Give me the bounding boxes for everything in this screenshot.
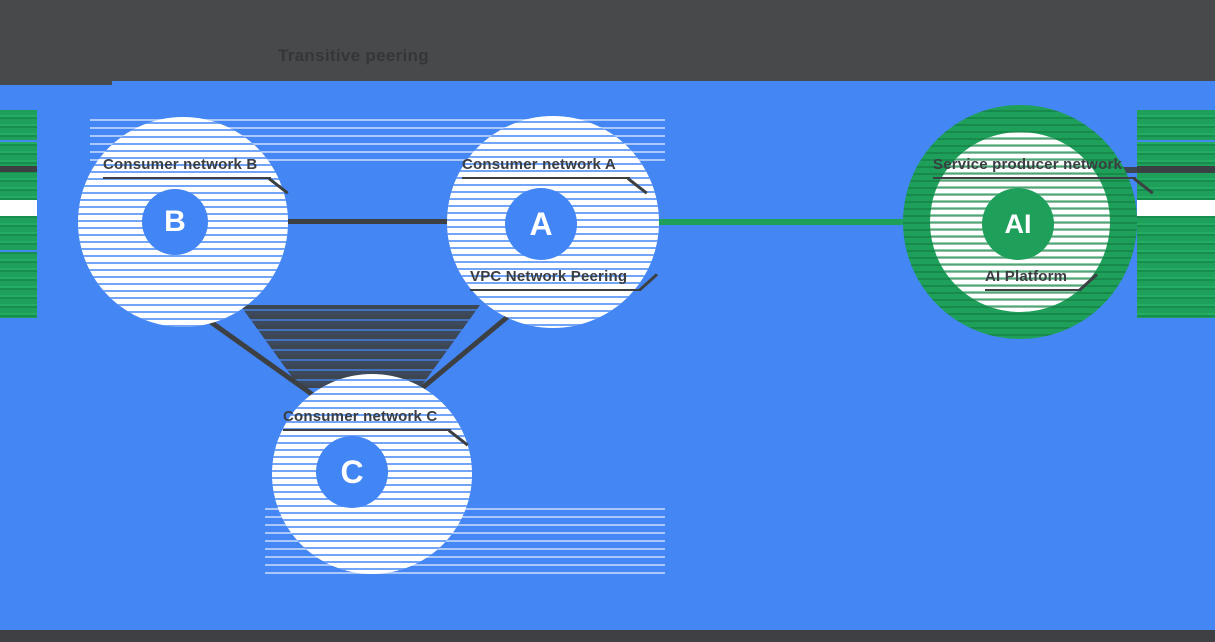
node-c-letter-circle: C bbox=[316, 436, 388, 508]
right-edge-artifact bbox=[1137, 110, 1215, 318]
artifact-white-row bbox=[1137, 200, 1215, 216]
node-ai-letter-circle: AI bbox=[982, 188, 1054, 260]
top-band: Transitive peering bbox=[0, 0, 1215, 81]
label-row-smear bbox=[1112, 167, 1215, 173]
node-c-letter: C bbox=[340, 453, 364, 490]
diagram-title: Transitive peering bbox=[278, 46, 429, 65]
label-consumer-network-c: Consumer network C bbox=[283, 408, 470, 446]
label-text: Consumer network C bbox=[283, 408, 438, 425]
label-ai-platform: AI Platform bbox=[985, 268, 1098, 291]
label-text: VPC Network Peering bbox=[470, 268, 628, 285]
label-text: AI Platform bbox=[985, 268, 1068, 285]
peering-line-a-ai bbox=[657, 219, 905, 225]
label-consumer-network-b: Consumer network B bbox=[103, 156, 290, 194]
artifact-white-row bbox=[0, 200, 37, 216]
label-consumer-network-a: Consumer network A bbox=[462, 156, 648, 194]
label-vpc-network-peering: VPC Network Peering bbox=[470, 268, 658, 291]
peering-line-b-a bbox=[288, 219, 448, 224]
label-text: Consumer network B bbox=[103, 156, 258, 173]
bottom-band bbox=[0, 630, 1215, 642]
artifact-blue-row bbox=[1137, 140, 1215, 142]
artifact-blue-row bbox=[0, 250, 37, 252]
label-text: Consumer network A bbox=[462, 156, 616, 173]
node-b-letter-circle: B bbox=[142, 189, 208, 255]
left-edge-artifact bbox=[0, 110, 37, 318]
node-ai-letter: AI bbox=[1004, 208, 1032, 239]
label-service-producer-network: Service producer network bbox=[933, 156, 1154, 194]
node-b-letter: B bbox=[164, 205, 186, 238]
artifact-blue-row bbox=[0, 140, 37, 142]
node-a-letter: A bbox=[529, 205, 553, 242]
top-band-notch bbox=[0, 81, 112, 85]
node-a-letter-circle: A bbox=[505, 188, 577, 260]
label-text: Service producer network bbox=[933, 156, 1123, 173]
artifact-dark-row bbox=[0, 166, 37, 172]
